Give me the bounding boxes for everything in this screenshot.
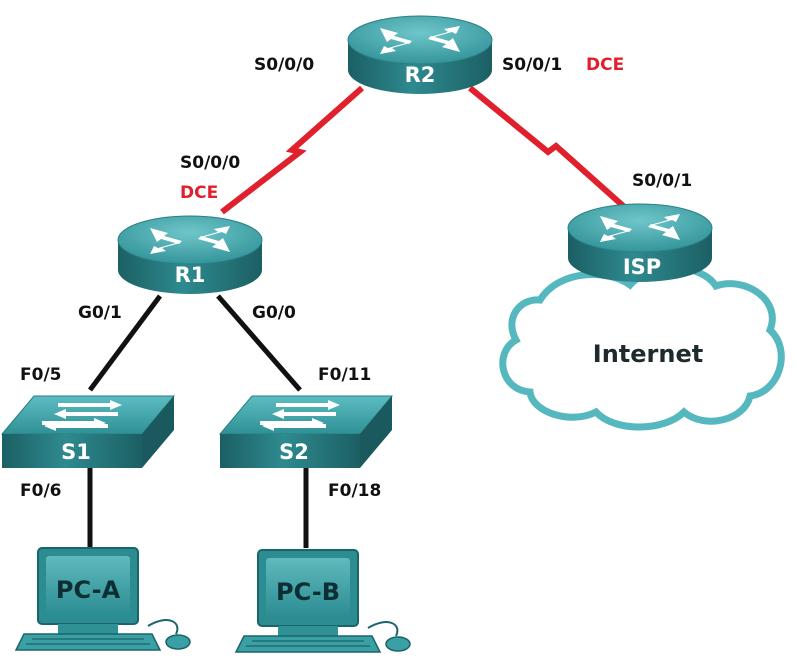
- ethernet-link-r1-s1: [87, 294, 163, 392]
- port-label-r1-g00: G0/0: [252, 303, 296, 323]
- pc-b[interactable]: PC-B: [235, 549, 411, 653]
- port-label-s2-f018: F0/18: [328, 481, 381, 501]
- port-label-r1-g01: G0/1: [78, 303, 122, 323]
- router-isp-label: ISP: [623, 255, 661, 279]
- internet-cloud-label: Internet: [593, 340, 703, 368]
- pc-b-label: PC-B: [276, 578, 340, 606]
- router-r2[interactable]: R2: [347, 15, 493, 95]
- internet-cloud-icon: Internet: [499, 264, 785, 431]
- port-label-r2-s000: S0/0/0: [254, 55, 314, 75]
- port-label-r2-s001: S0/0/1: [502, 55, 562, 75]
- port-label-s1-f05: F0/5: [20, 365, 61, 385]
- dce-label-r2: DCE: [586, 55, 624, 75]
- router-isp[interactable]: ISP: [567, 203, 713, 283]
- ethernet-link-r1-s2: [216, 294, 302, 392]
- pc-a[interactable]: PC-A: [15, 547, 191, 651]
- port-label-s2-f011: F0/11: [318, 365, 371, 385]
- pc-a-label: PC-A: [56, 576, 121, 604]
- serial-link-r2-isp: [468, 85, 632, 215]
- switch-s1-label: S1: [61, 440, 91, 464]
- router-r1[interactable]: R1: [117, 215, 263, 295]
- serial-link-r2-r1: [220, 85, 364, 215]
- dce-label-r1: DCE: [180, 183, 218, 203]
- switch-s2-label: S2: [279, 440, 309, 464]
- switch-s1[interactable]: S1: [1, 395, 175, 469]
- port-label-r1-s000: S0/0/0: [180, 153, 240, 173]
- port-label-isp-s001: S0/0/1: [632, 171, 692, 191]
- port-label-s1-f06: F0/6: [20, 481, 61, 501]
- router-r2-label: R2: [405, 63, 436, 87]
- switch-s2[interactable]: S2: [219, 395, 393, 469]
- router-r1-label: R1: [175, 263, 206, 287]
